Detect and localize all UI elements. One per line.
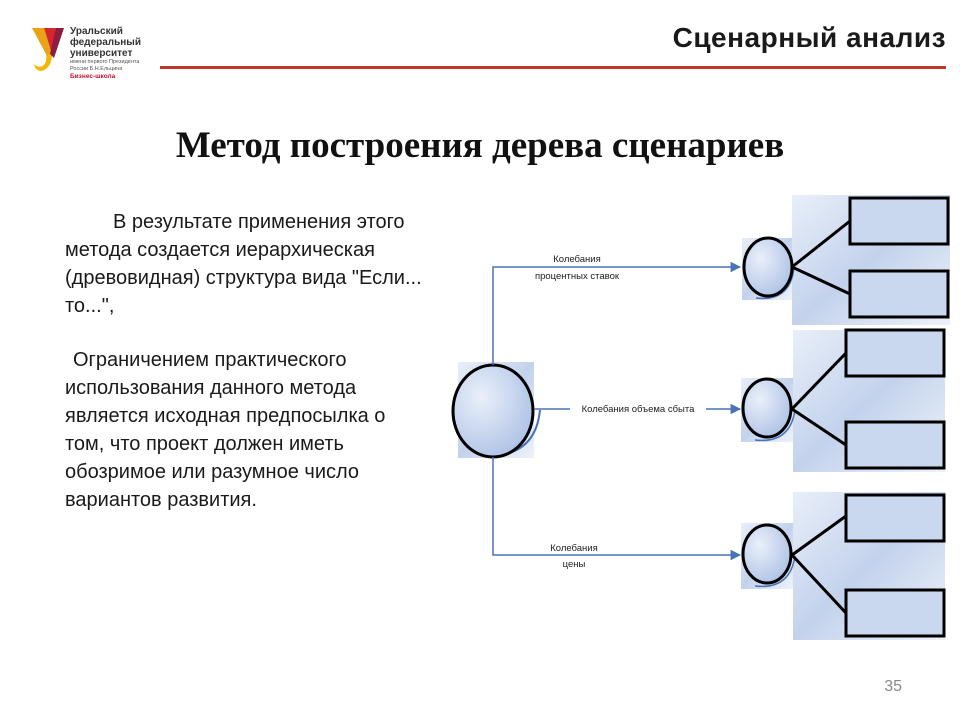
branch-label-3-line-2: цены: [563, 559, 586, 570]
page-number: 35: [884, 678, 902, 695]
branch-2-outcome-1: [844, 328, 946, 378]
branch-3-outcome-2: [844, 588, 946, 638]
paragraph-1: В результате применения этого метода соз…: [65, 211, 422, 317]
logo-text: Уральский федеральный университет имени …: [70, 26, 141, 81]
paragraph-2: Ограничением практического использования…: [65, 349, 386, 511]
branch-label-3-line-1: Колебания: [550, 543, 598, 554]
urfu-logo-icon: [32, 28, 64, 71]
branch-label-2-line-1: Колебания объема сбыта: [582, 404, 696, 415]
branch-3-subtree: [741, 492, 946, 640]
branch-2-node: [741, 377, 793, 439]
logo-line-2: федеральный: [70, 37, 141, 48]
logo-school: Бизнес-школа: [70, 73, 116, 80]
branch-label-1: Колебания процентных ставок: [535, 254, 620, 282]
body-text: В результате применения этого метода соз…: [65, 208, 425, 540]
logo-line-3: университет: [70, 48, 133, 59]
branch-1-subtree: [742, 195, 950, 325]
branch-label-1-line-2: процентных ставок: [535, 271, 620, 282]
slide-title: Метод построения дерева сценариев: [175, 125, 785, 166]
logo-line-1: Уральский: [70, 26, 123, 37]
header-rule: [160, 66, 946, 69]
branch-1-outcome-2: [848, 269, 950, 319]
branch-2-outcome-2: [844, 420, 946, 470]
branch-label-2: Колебания объема сбыта: [570, 402, 706, 415]
branch-3-outcome-1: [844, 493, 946, 543]
branch-1-node: [742, 236, 794, 298]
root-node: [451, 362, 541, 459]
logo-sub-2: России Б.Н.Ельцина: [70, 65, 123, 72]
branch-1-outcome-1: [848, 196, 950, 246]
branch-3-node: [741, 523, 793, 585]
branch-label-1-line-1: Колебания: [553, 254, 601, 265]
header-title: Сценарный анализ: [672, 22, 946, 53]
branch-label-3: Колебания цены: [550, 543, 598, 570]
branch-2-subtree: [741, 328, 946, 472]
logo-sub-1: имени первого Президента: [70, 59, 140, 65]
